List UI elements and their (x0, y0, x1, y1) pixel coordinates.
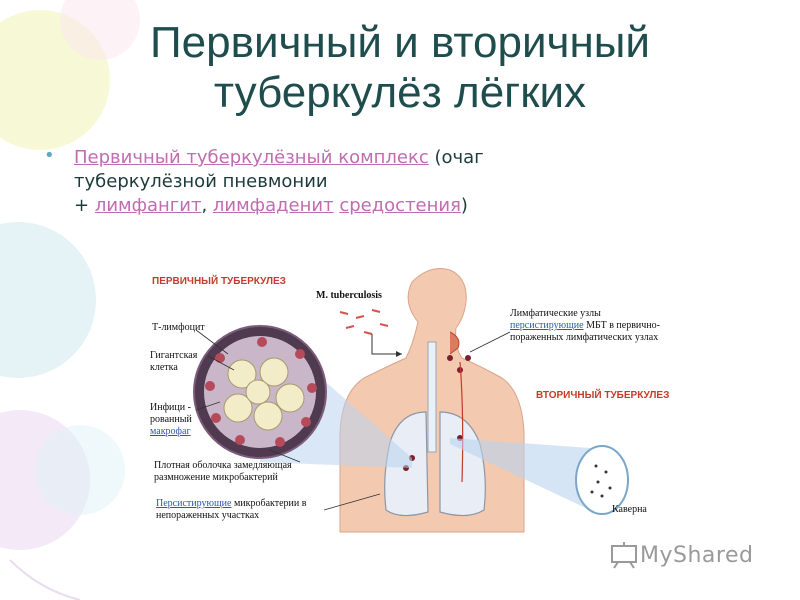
cavern-shape (575, 445, 629, 515)
slide-title: Первичный и вторичный туберкулёз лёгких (40, 18, 760, 118)
bullet-text-2: + (74, 195, 95, 216)
label-secondary-tb: ВТОРИЧНЫЙ ТУБЕРКУЛЕЗ (536, 390, 670, 401)
title-line-1: Первичный и вторичный (150, 18, 650, 67)
label-infected-1: Инфици - (150, 402, 191, 413)
myshared-logo: MyShared (608, 538, 753, 572)
link-lymphadenitis[interactable]: лимфаденит (212, 195, 334, 216)
label-m-tuberculosis: M. tuberculosis (316, 290, 382, 301)
label-persisting-bacteria: Персистирующие микробактерии в непоражен… (156, 498, 306, 522)
link-cavern[interactable]: Каверна (612, 504, 647, 515)
label-shell-1: Плотная оболочка замедляющая (154, 460, 292, 471)
bullet-item: • Первичный туберкулёзный комплекс (очаг… (44, 145, 612, 218)
logo-text: MyShared (640, 542, 754, 568)
diagram-illustration (193, 268, 629, 533)
label-lymph-nodes: Лимфатические узлы персистирующие МБТ в … (510, 308, 660, 344)
label-lymph-1: Лимфатические узлы (510, 308, 601, 319)
bullet-comma: , (201, 195, 213, 216)
bullet-text-1: (очаг туберкулёзной пневмонии (74, 147, 484, 192)
link-persisting[interactable]: Персистирующие (156, 498, 232, 509)
tuberculosis-diagram: ПЕРВИЧНЫЙ ТУБЕРКУЛЕЗ M. tuberculosis Т-л… (150, 262, 710, 538)
label-persist-rest: микробактерии в (231, 498, 307, 509)
title-line-2: туберкулёз лёгких (213, 68, 587, 117)
label-giant-cell-2: клетка (150, 362, 178, 373)
link-macrophage[interactable]: макрофаг (150, 426, 191, 437)
label-persist-2: непораженных участках (156, 510, 260, 521)
label-primary-tb: ПЕРВИЧНЫЙ ТУБЕРКУЛЕЗ (152, 276, 286, 287)
presentation-board-icon (611, 542, 637, 569)
label-shell-2: размножение микробактерий (154, 472, 278, 483)
bullet-close: ) (460, 195, 468, 216)
link-lymphangitis[interactable]: лимфангит (94, 195, 202, 216)
label-infected-2: рованный (150, 414, 192, 425)
label-t-lymphocyte: Т-лимфоцит (152, 322, 205, 333)
link-lymph-persisting[interactable]: персистирующие (510, 320, 584, 331)
label-giant-cell: Гигантская клетка (150, 350, 197, 374)
label-dense-shell: Плотная оболочка замедляющая размножение… (154, 460, 292, 484)
label-lymph-3: пораженных лимфатических узлах (510, 332, 659, 343)
label-lymph-rest: МБТ в первично- (583, 320, 660, 331)
link-primary-complex[interactable]: Первичный туберкулёзный комплекс (74, 147, 429, 168)
label-giant-cell-1: Гигантская (150, 350, 198, 361)
label-infected-macrophage: Инфици - рованный макрофаг (150, 402, 192, 438)
bullet-icon: • (44, 145, 55, 166)
link-mediastinum[interactable]: средостения (339, 195, 461, 216)
